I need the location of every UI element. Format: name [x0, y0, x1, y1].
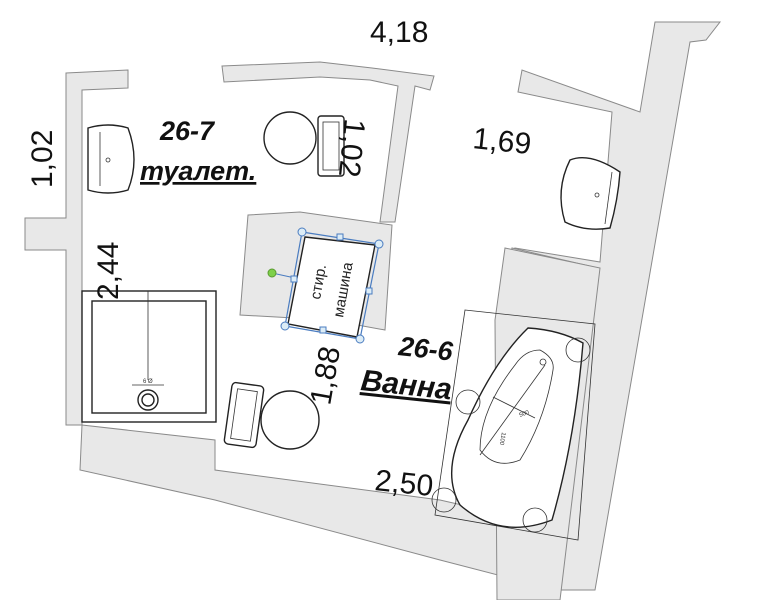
dim-corridor: 1,69	[471, 122, 533, 161]
dim-bath-bottom: 2,50	[373, 464, 435, 503]
room-code-bath: 26-6	[396, 331, 455, 367]
resize-handle[interactable]	[336, 233, 344, 241]
bath-width-label: 500	[519, 410, 531, 419]
sink-toilet-room	[87, 124, 135, 194]
dim-toilet-right: 1,02	[332, 117, 371, 179]
bathtub: 500 1100	[431, 309, 596, 541]
wall-left	[24, 69, 129, 426]
room-code-toilet: 26-7	[159, 116, 216, 146]
resize-handle[interactable]	[297, 227, 307, 237]
dim-top-width: 4,18	[370, 16, 428, 49]
washing-machine[interactable]: стир. машина	[267, 227, 384, 344]
bath-length-label: 1100	[498, 432, 506, 446]
toilet-lower	[223, 381, 320, 450]
shower-drain-label: 6 Ø	[143, 379, 153, 385]
toilet-upper	[263, 111, 345, 177]
room-name-bath: Ванна	[359, 364, 453, 406]
wall-top	[221, 61, 435, 223]
resize-handle[interactable]	[290, 275, 298, 283]
dim-bath-side: 1,88	[304, 344, 347, 407]
room-name-toilet-label: туалет.	[140, 156, 256, 186]
dim-toilet-left: 1,02	[26, 130, 59, 188]
washing-machine-label-1: стир.	[307, 263, 330, 301]
resize-handle[interactable]	[280, 321, 290, 331]
shower-tray: 6 Ø	[81, 290, 217, 423]
resize-handle[interactable]	[355, 334, 365, 344]
dim-shower-side: 2,44	[92, 242, 125, 300]
rotate-handle[interactable]	[267, 268, 277, 278]
sink-corridor	[560, 157, 621, 230]
resize-handle[interactable]	[365, 287, 373, 295]
resize-handle[interactable]	[374, 239, 384, 249]
resize-handle[interactable]	[319, 326, 327, 334]
